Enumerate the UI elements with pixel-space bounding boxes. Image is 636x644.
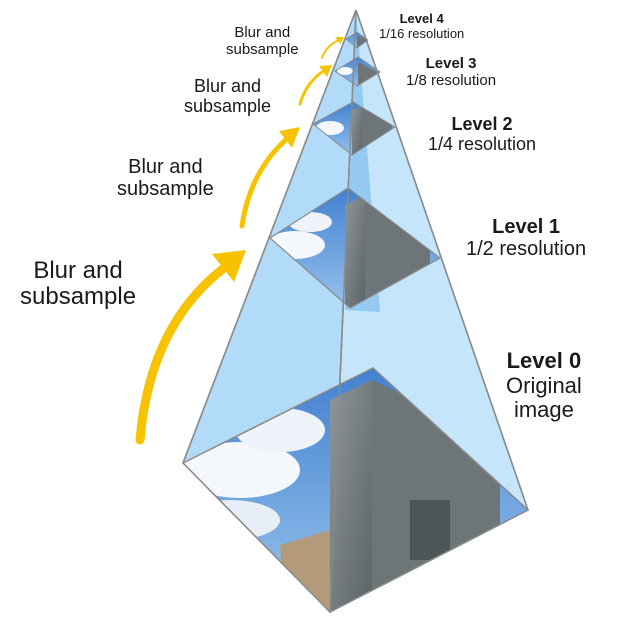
step-arrow-3 [321,37,344,59]
step-arrow-0 [135,250,246,445]
level-4-frame [345,31,369,49]
step-1-line2: subsample [117,178,214,200]
level-0-line1: Original [506,372,582,398]
level-2-line1: 1/4 resolution [428,134,537,155]
level-2-title: Level 2 [451,114,513,134]
step-0-line1: Blur and [33,257,123,284]
level-0-label: Level 0 Original image [506,348,582,423]
level-2-frame [312,101,396,156]
level-0-title: Level 0 [506,348,582,373]
pyramid-edge-left [182,9,357,464]
level-3-frame [334,56,381,87]
level-3-label: Level 3 1/8 resolution [406,55,497,90]
level-2-label: Level 2 1/4 resolution [428,114,536,154]
step-0-line2: subsample [20,283,137,311]
level-4-title: Level 4 [399,11,444,26]
pyramid-edge-right [355,9,529,511]
step-arrow-2 [298,65,332,106]
step-2-label: Blur and subsample [184,76,272,117]
level-0-line2: image [513,397,574,423]
step-arrow-1 [239,127,300,229]
step-1-line1: Blur and [128,156,203,178]
level-1-frame [269,187,442,309]
level-4-line1: 1/16 resolution [379,25,465,41]
pyramid-edge-center [329,9,357,613]
level-1-line1: 1/2 resolution [466,238,587,261]
level-1-label: Level 1 1/2 resolution [466,216,586,261]
step-2-line2: subsample [184,95,272,116]
step-3-line2: subsample [226,40,299,58]
level-3-title: Level 3 [425,55,477,72]
step-3-line1: Blur and [234,24,291,41]
level-4-label: Level 4 1/16 resolution [379,11,465,41]
step-0-label: Blur and subsample [20,257,137,311]
level-3-line1: 1/8 resolution [406,71,497,89]
step-2-line1: Blur and [194,76,262,96]
level-1-title: Level 1 [492,216,560,238]
step-3-label: Blur and subsample [226,24,299,58]
step-1-label: Blur and subsample [117,156,214,200]
